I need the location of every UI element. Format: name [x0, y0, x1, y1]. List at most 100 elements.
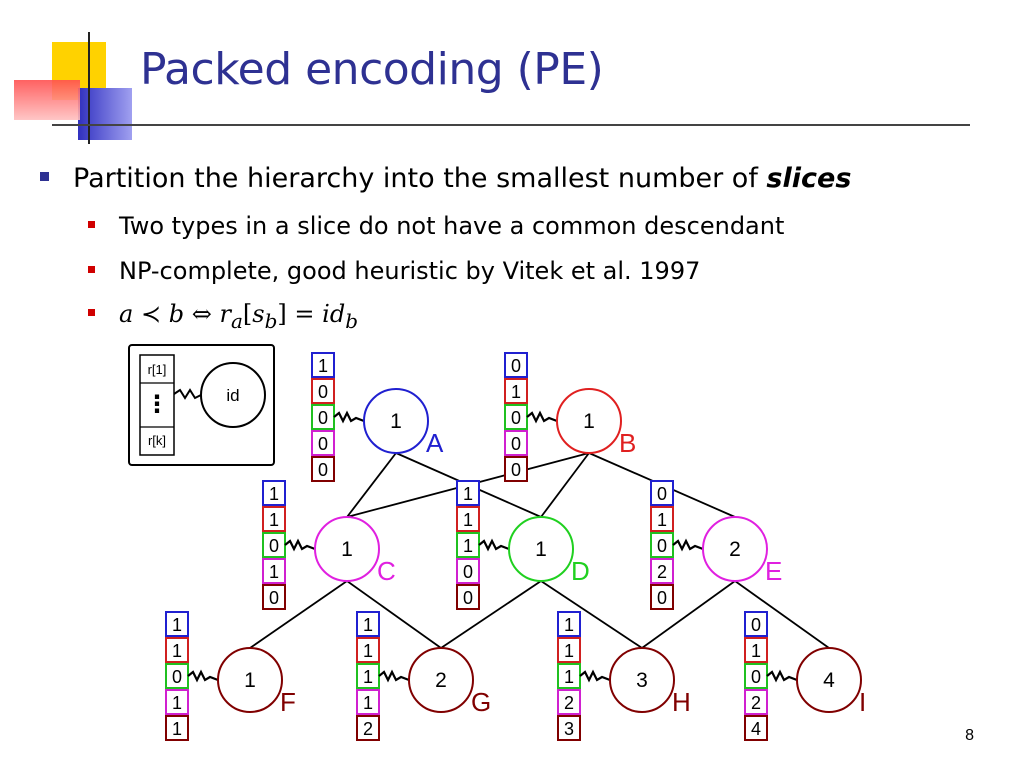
page-number: 8: [965, 727, 974, 744]
slot-value-D-5: 0: [463, 588, 473, 608]
node-name-F: F: [280, 687, 296, 717]
slot-G-1: [356, 611, 380, 637]
slot-C-2: [262, 506, 286, 532]
slot-value-F-2: 1: [172, 641, 182, 661]
node-circle-D: [508, 516, 574, 582]
slot-value-A-1: 1: [318, 356, 328, 376]
slot-value-E-3: 0: [657, 536, 667, 556]
slot-value-C-5: 0: [269, 588, 279, 608]
node-id-C: 1: [341, 538, 353, 561]
legend-node: [200, 362, 266, 428]
node-name-A: A: [426, 428, 444, 458]
node-id-H: 3: [636, 669, 648, 692]
slide-title: Packed encoding (PE): [140, 44, 604, 95]
slot-G-4: [356, 689, 380, 715]
pointer-F: [187, 669, 219, 683]
slot-value-H-1: 1: [564, 615, 574, 635]
slot-value-H-5: 3: [564, 719, 574, 739]
slot-value-F-5: 1: [172, 719, 182, 739]
slot-B-4: [504, 430, 528, 456]
slot-value-F-4: 1: [172, 693, 182, 713]
pointer-E: [672, 538, 704, 552]
legend-bottom-slot: r[k]: [148, 433, 166, 448]
slot-E-4: [650, 558, 674, 584]
node-circle-G: [408, 647, 474, 713]
node-id-D: 1: [535, 538, 547, 561]
slot-F-2: [165, 637, 189, 663]
node-name-G: G: [471, 687, 491, 717]
bullet-partition: Partition the hierarchy into the smalles…: [40, 163, 851, 194]
slot-A-2: [311, 378, 335, 404]
slot-value-A-3: 0: [318, 408, 328, 428]
slot-value-G-2: 1: [363, 641, 373, 661]
node-name-D: D: [571, 556, 590, 586]
pointer-G: [378, 669, 410, 683]
slot-G-5: [356, 715, 380, 741]
slot-C-1: [262, 480, 286, 506]
slot-value-E-1: 0: [657, 484, 667, 504]
node-name-C: C: [377, 556, 396, 586]
slot-value-F-3: 0: [172, 667, 182, 687]
square-bullet-icon: [40, 172, 49, 181]
slot-B-1: [504, 352, 528, 378]
node-name-H: H: [672, 687, 691, 717]
nodes: 100001A010001B110101C111001D010202E11011…: [165, 352, 866, 741]
slot-value-E-2: 1: [657, 510, 667, 530]
slot-value-B-2: 1: [511, 382, 521, 402]
slot-value-C-2: 1: [269, 510, 279, 530]
node-circle-F: [217, 647, 283, 713]
edge-C-G: [346, 580, 442, 649]
corner-red-block: [14, 80, 80, 120]
slot-D-5: [456, 584, 480, 610]
slot-value-B-5: 0: [511, 460, 521, 480]
node-circle-A: [363, 388, 429, 454]
sub-bullet-3: a ≺ b ⇔ ra[sb] = idb: [88, 300, 358, 333]
square-bullet-icon: [88, 220, 95, 228]
slot-F-1: [165, 611, 189, 637]
edge-E-H: [641, 580, 736, 649]
slot-value-E-5: 0: [657, 588, 667, 608]
edge-D-H: [540, 580, 643, 649]
corner-blue-block: [78, 88, 132, 140]
slot-value-I-4: 2: [751, 693, 761, 713]
legend-pointer: [173, 388, 202, 400]
slot-I-1: [744, 611, 768, 637]
node-id-E: 2: [729, 538, 741, 561]
slot-value-F-1: 1: [172, 615, 182, 635]
slot-D-2: [456, 506, 480, 532]
slot-value-H-2: 1: [564, 641, 574, 661]
edge-D-G: [440, 580, 542, 649]
slot-H-4: [557, 689, 581, 715]
slot-G-2: [356, 637, 380, 663]
slot-A-5: [311, 456, 335, 482]
edge-A-C: [346, 452, 397, 518]
legend: r[1] ⋮ r[k] id: [128, 344, 275, 466]
pointer-D: [478, 538, 510, 552]
node-id-A: 1: [390, 410, 402, 433]
legend-dots: ⋮: [145, 390, 169, 418]
pointer-I: [766, 669, 798, 683]
legend-node-label: id: [226, 386, 239, 405]
slot-value-G-3: 1: [363, 667, 373, 687]
sub-bullet-1-text: Two types in a slice do not have a commo…: [119, 212, 785, 240]
square-bullet-icon: [88, 265, 95, 273]
slot-value-B-4: 0: [511, 434, 521, 454]
node-circle-E: [702, 516, 768, 582]
slot-value-I-5: 4: [751, 719, 761, 739]
slot-A-1: [311, 352, 335, 378]
node-id-F: 1: [244, 669, 256, 692]
bullet-partition-text: Partition the hierarchy into the smalles…: [73, 163, 767, 194]
node-circle-H: [609, 647, 675, 713]
legend-vector: [139, 354, 175, 456]
slot-E-1: [650, 480, 674, 506]
slot-value-G-4: 1: [363, 693, 373, 713]
square-bullet-icon: [88, 308, 95, 316]
slot-F-4: [165, 689, 189, 715]
